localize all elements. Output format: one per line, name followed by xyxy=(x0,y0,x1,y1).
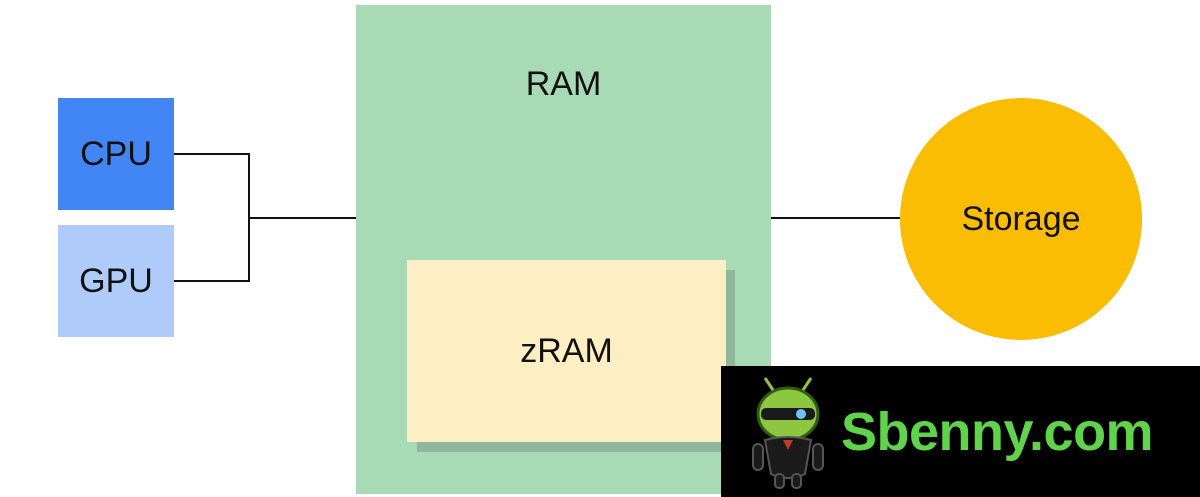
android-mascot-icon xyxy=(752,377,824,489)
gpu-label: GPU xyxy=(79,261,153,300)
cpu-label: CPU xyxy=(80,134,152,173)
zram-label: zRAM xyxy=(520,331,613,370)
watermark-banner: Sbenny.com xyxy=(721,366,1200,497)
gpu-box: GPU xyxy=(58,225,174,337)
cpu-connector xyxy=(174,153,250,218)
ram-label: RAM xyxy=(525,65,602,103)
cpu-box: CPU xyxy=(58,98,174,210)
zram-box: zRAM xyxy=(407,260,726,442)
storage-circle: Storage xyxy=(900,98,1142,340)
storage-label: Storage xyxy=(961,199,1081,238)
watermark-text: Sbenny.com xyxy=(841,401,1154,462)
gpu-connector xyxy=(174,218,250,282)
